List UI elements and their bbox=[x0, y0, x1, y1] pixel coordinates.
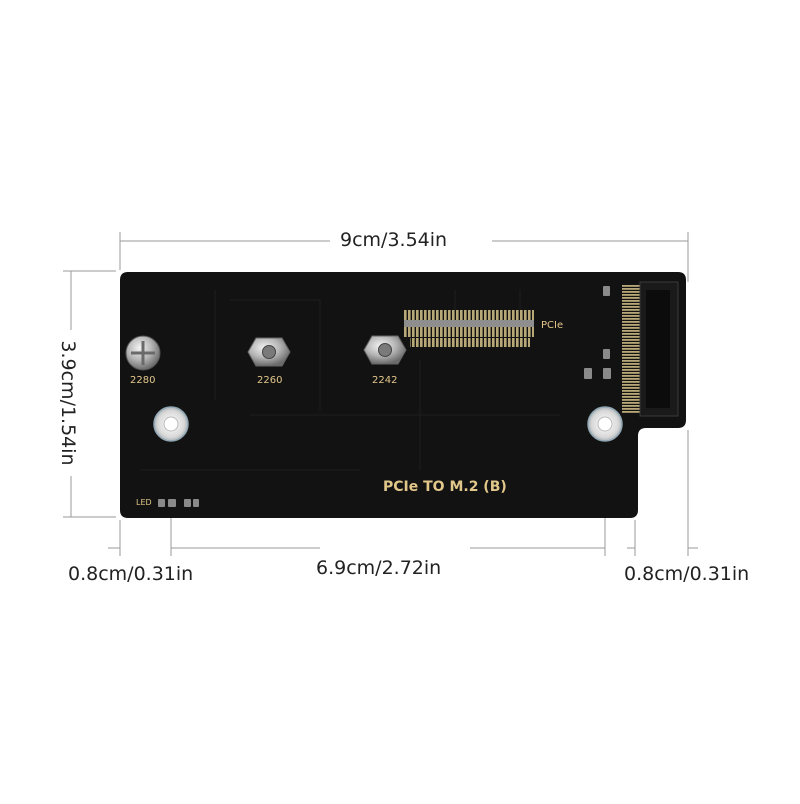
mounting-hole-left-icon bbox=[153, 406, 189, 442]
height-dimension-label: 3.9cm/1.54in bbox=[57, 336, 79, 470]
right-offset-label: 0.8cm/0.31in bbox=[624, 563, 750, 585]
board-title: PCIe TO M.2 (B) bbox=[383, 479, 507, 495]
led-silkscreen-label: LED bbox=[136, 498, 152, 507]
standoff-label-2280: 2280 bbox=[130, 375, 156, 386]
m2-slot bbox=[622, 281, 679, 417]
pcie-pin-header bbox=[404, 310, 534, 347]
standoff-label-2242: 2242 bbox=[372, 375, 398, 386]
smd-components bbox=[158, 286, 611, 507]
pcb-traces bbox=[140, 290, 560, 471]
standoff-2260-icon bbox=[247, 337, 291, 367]
standoff-2242-icon bbox=[363, 335, 407, 365]
width-dimension-label: 9cm/3.54in bbox=[340, 229, 448, 251]
left-offset-label: 0.8cm/0.31in bbox=[68, 563, 194, 585]
standoff-label-2260: 2260 bbox=[257, 375, 283, 386]
pcb-board bbox=[120, 272, 686, 518]
mounting-hole-right-icon bbox=[587, 406, 623, 442]
pcie-silkscreen-label: PCIe bbox=[541, 320, 564, 331]
screw-2280-icon bbox=[125, 335, 161, 371]
hole-spacing-label: 6.9cm/2.72in bbox=[316, 557, 442, 579]
